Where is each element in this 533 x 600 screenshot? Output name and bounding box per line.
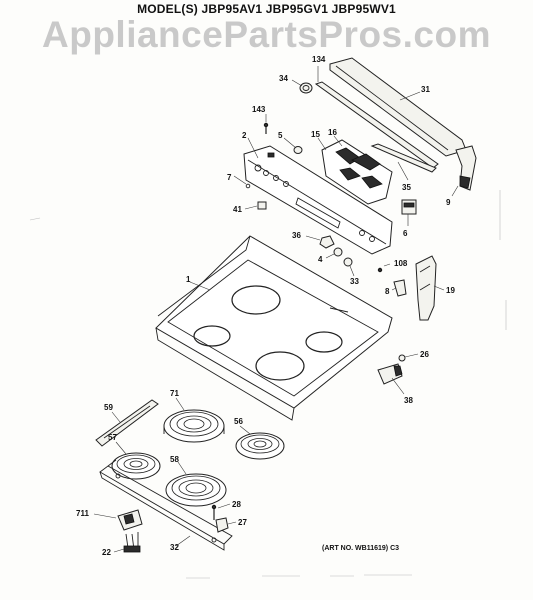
callout-57: 57 bbox=[108, 433, 117, 442]
part-36-knob[interactable] bbox=[319, 235, 335, 249]
callout-1: 1 bbox=[186, 275, 191, 284]
part-2-control-panel[interactable] bbox=[243, 145, 393, 255]
callout-16: 16 bbox=[328, 128, 337, 137]
callout-28: 28 bbox=[232, 500, 241, 509]
callout-38: 38 bbox=[404, 396, 413, 405]
part-34-cap[interactable] bbox=[299, 82, 313, 94]
part-28-screw[interactable] bbox=[211, 504, 217, 520]
part-134-rod[interactable] bbox=[314, 81, 439, 169]
part-33-knob[interactable] bbox=[343, 257, 353, 267]
part-19-side-bracket[interactable] bbox=[415, 255, 437, 321]
callout-108: 108 bbox=[394, 259, 408, 268]
part-5-clip[interactable] bbox=[293, 146, 303, 154]
callout-4: 4 bbox=[318, 255, 323, 264]
callout-19: 19 bbox=[446, 286, 455, 295]
callout-26: 26 bbox=[420, 350, 429, 359]
part-27-bracket[interactable] bbox=[215, 517, 229, 533]
part-57-surface-unit[interactable] bbox=[111, 452, 161, 480]
callout-7: 7 bbox=[227, 173, 232, 182]
scan-speckle bbox=[29, 190, 507, 579]
callout-22: 22 bbox=[102, 548, 111, 557]
callout-134: 134 bbox=[312, 55, 326, 64]
callout-33: 33 bbox=[350, 277, 359, 286]
callout-35: 35 bbox=[402, 183, 411, 192]
callout-9: 9 bbox=[446, 198, 451, 207]
callout-56: 56 bbox=[234, 417, 243, 426]
part-22-wiring-harness[interactable] bbox=[123, 532, 141, 553]
callout-58: 58 bbox=[170, 455, 179, 464]
callout-5: 5 bbox=[278, 131, 283, 140]
callout-2: 2 bbox=[242, 131, 247, 140]
part-59-burner-bracket[interactable] bbox=[95, 399, 159, 447]
part-711-terminal-block[interactable] bbox=[117, 509, 143, 531]
callout-36: 36 bbox=[292, 231, 301, 240]
part-8-clip[interactable] bbox=[393, 279, 407, 297]
part-9-end-bracket[interactable] bbox=[455, 145, 477, 191]
part-58-surface-unit[interactable] bbox=[165, 473, 227, 507]
part-108-screw[interactable] bbox=[377, 267, 383, 273]
model-title: MODEL(S) JBP95AV1 JBP95GV1 JBP95WV1 bbox=[137, 2, 396, 16]
callout-32: 32 bbox=[170, 543, 179, 552]
part-15-16-electronic-control[interactable] bbox=[321, 139, 393, 205]
part-71-surface-unit[interactable] bbox=[163, 409, 225, 443]
part-4-knob[interactable] bbox=[333, 247, 343, 257]
part-35-support[interactable] bbox=[370, 143, 437, 181]
part-26-clip[interactable] bbox=[398, 354, 406, 362]
callout-71: 71 bbox=[170, 389, 179, 398]
part-143-screw[interactable] bbox=[263, 122, 269, 134]
callout-31: 31 bbox=[421, 85, 430, 94]
callout-15: 15 bbox=[311, 130, 320, 139]
part-6-switch[interactable] bbox=[401, 199, 417, 215]
callout-59: 59 bbox=[104, 403, 113, 412]
callout-27: 27 bbox=[238, 518, 247, 527]
part-56-surface-unit[interactable] bbox=[235, 432, 285, 460]
part-32-burner-box[interactable] bbox=[99, 459, 233, 551]
callout-34: 34 bbox=[279, 74, 288, 83]
art-number: (ART NO. WB11619) C3 bbox=[322, 545, 399, 552]
watermark: AppliancePartsPros.com bbox=[42, 14, 491, 55]
callout-8: 8 bbox=[385, 287, 390, 296]
part-1-cooktop[interactable] bbox=[155, 235, 393, 421]
part-38-receptacle[interactable] bbox=[377, 363, 403, 385]
leader-lines bbox=[93, 66, 459, 553]
callout-41: 41 bbox=[233, 205, 242, 214]
callout-6: 6 bbox=[403, 229, 408, 238]
callout-143: 143 bbox=[252, 105, 266, 114]
callout-711: 711 bbox=[76, 509, 89, 518]
part-7-screw[interactable] bbox=[245, 183, 251, 189]
part-41-grommet[interactable] bbox=[257, 201, 267, 210]
